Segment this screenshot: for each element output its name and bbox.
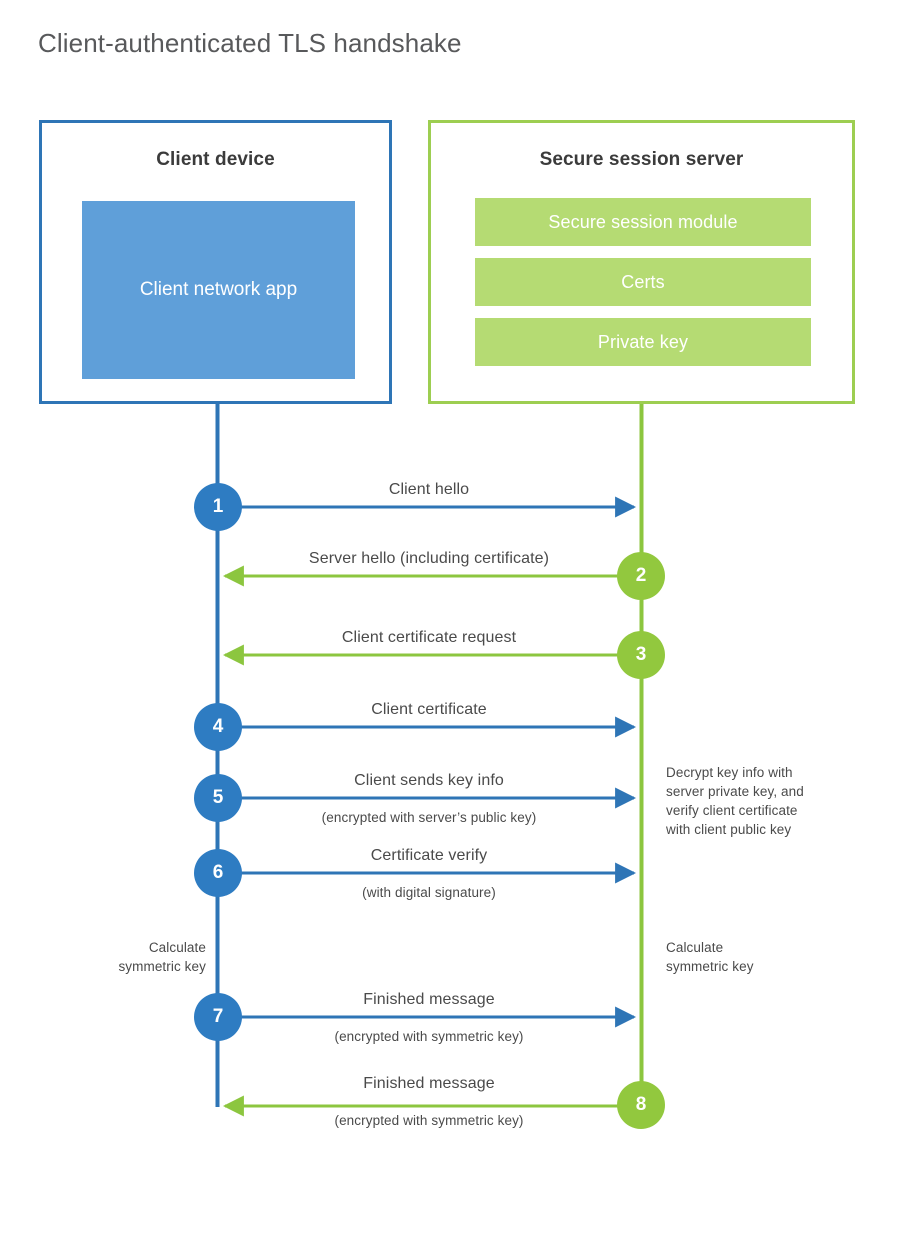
annotation-server-decrypt-line-1: Decrypt key info with	[666, 765, 793, 780]
annotation-server-decrypt-line-4: with client public key	[666, 822, 792, 838]
annotation-server-decrypt: Decrypt key info with server private key…	[666, 763, 804, 840]
step-circle-5[interactable]: 5	[194, 774, 242, 822]
server-module-secure-session-module: Secure session module	[475, 198, 811, 246]
step-circle-4[interactable]: 4	[194, 703, 242, 751]
message-label-3: Client certificate request	[341, 629, 517, 646]
annotation-client-calculate-line-1: Calculate	[148, 940, 206, 955]
step-circle-7[interactable]: 7	[194, 993, 242, 1041]
server-module-certs: Certs	[475, 258, 811, 306]
client-device-box: Client device Client network app	[39, 120, 392, 404]
message-sublabel-5: (encrypted with server’s public key)	[321, 810, 537, 825]
step-circle-6[interactable]: 6	[194, 849, 242, 897]
server-module-list: Secure session module Certs Private key	[475, 198, 811, 378]
annotation-server-calculate-line-2: symmetric key	[666, 959, 754, 975]
annotation-server-calculate-line-1: Calculate	[666, 940, 724, 955]
annotation-client-calculate: Calculate symmetric key	[118, 938, 206, 976]
client-device-title: Client device	[156, 149, 275, 170]
secure-session-server-box: Secure session server Secure session mod…	[428, 120, 855, 404]
message-label-2: Server hello (including certificate)	[308, 550, 550, 567]
message-label-5: Client sends key info	[354, 772, 504, 789]
step-circle-3[interactable]: 3	[617, 631, 665, 679]
message-label-7: Finished message	[363, 991, 495, 1008]
message-sublabel-6: (with digital signature)	[362, 885, 496, 900]
step-circle-1[interactable]: 1	[194, 483, 242, 531]
annotation-client-calculate-line-2: symmetric key	[118, 959, 206, 975]
client-network-app-block: Client network app	[82, 201, 355, 379]
secure-session-server-title: Secure session server	[539, 149, 744, 170]
page-title: Client-authenticated TLS handshake	[38, 28, 462, 58]
annotation-server-decrypt-line-3: verify client certificate	[666, 803, 798, 819]
annotation-server-decrypt-line-2: server private key, and	[666, 784, 804, 800]
message-label-4: Client certificate	[371, 701, 487, 718]
message-sublabel-7: (encrypted with symmetric key)	[334, 1029, 524, 1044]
annotation-server-calculate: Calculate symmetric key	[666, 938, 754, 976]
step-circle-2[interactable]: 2	[617, 552, 665, 600]
message-label-8: Finished message	[363, 1075, 495, 1092]
message-label-6: Certificate verify	[370, 847, 488, 864]
message-label-1: Client hello	[388, 481, 470, 498]
server-module-private-key: Private key	[475, 318, 811, 366]
message-sublabel-8: (encrypted with symmetric key)	[334, 1113, 524, 1128]
step-circle-8[interactable]: 8	[617, 1081, 665, 1129]
